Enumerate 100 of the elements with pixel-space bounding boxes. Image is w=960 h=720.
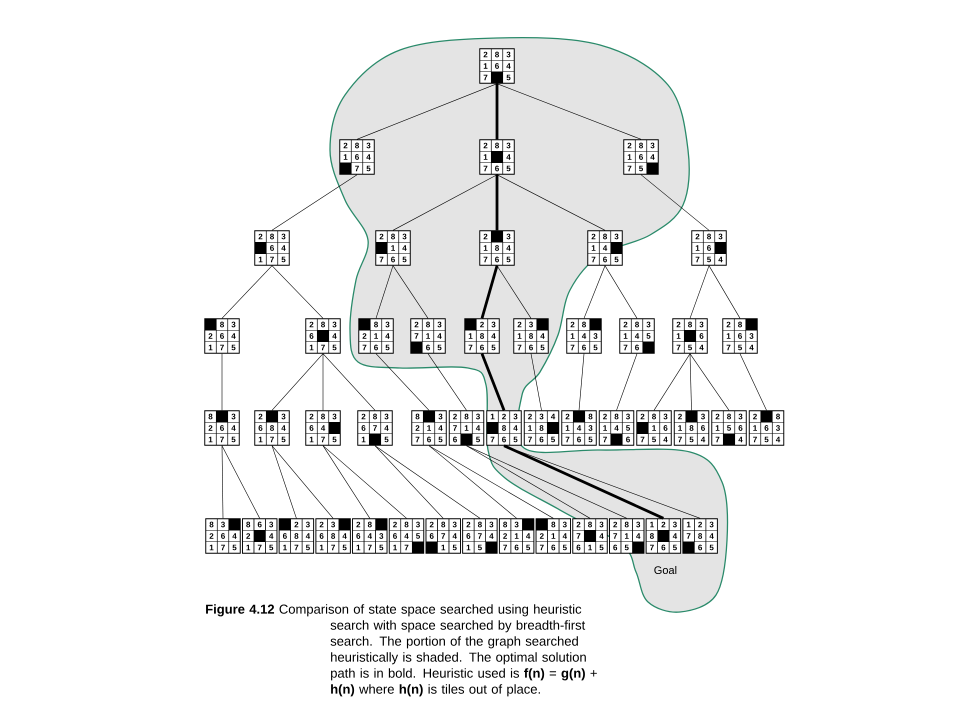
puzzle-board: 2 8 1 4 3 7 6 5 — [566, 318, 602, 354]
tree-edge — [272, 174, 358, 231]
puzzle-board: 8 3 2 6 4 1 7 5 — [205, 518, 241, 554]
caption: Figure 4.12 Comparison of state space searched using heuristic search with space searched by breadth-first search. The portion of the graph searched heuristically is shaded. The optimal solution path is in bold. Heuristic used is f(n) = g(n) + h(n) where h(n) is tiles out of place. — [206, 604, 597, 696]
tree-edge — [503, 444, 664, 520]
puzzle-board: 2 8 3 1 4 7 6 5 — [375, 230, 411, 266]
tree-edge — [392, 265, 428, 319]
puzzle-board: 2 8 3 1 6 7 5 4 — [636, 410, 672, 446]
tree-edge — [272, 445, 334, 519]
puzzle-board: 8 6 3 2 4 1 7 5 — [242, 518, 278, 554]
puzzle-board: 2 8 3 1 4 5 7 6 — [598, 410, 634, 446]
node-label: 5 — [672, 544, 677, 550]
puzzle-board: 2 8 3 1 6 4 7 5 — [623, 139, 659, 175]
tree-edge — [690, 353, 730, 411]
puzzle-board: 2 8 3 1 6 4 7 5 — [479, 48, 515, 84]
tree-edge — [428, 353, 467, 411]
tree-edge — [222, 445, 260, 519]
puzzle-board: 8 3 2 1 4 7 6 5 — [498, 518, 534, 554]
puzzle-board: 2 8 3 1 6 7 5 4 — [672, 318, 708, 354]
tree-edge — [616, 353, 638, 411]
puzzle-board: 2 8 3 7 1 4 6 5 — [410, 318, 446, 354]
puzzle-board: 2 3 6 8 4 1 7 5 — [278, 518, 314, 554]
tree-edge — [222, 445, 224, 519]
puzzle-board: 2 8 1 4 3 7 6 5 — [561, 410, 597, 446]
puzzle-board: 2 8 3 6 4 1 7 5 — [305, 318, 341, 354]
tree-edge — [480, 265, 498, 319]
puzzle-board: 2 8 3 1 4 5 7 6 — [619, 318, 655, 354]
tree-edge — [604, 265, 638, 319]
puzzle-board: 2 8 3 1 6 7 5 4 — [691, 230, 727, 266]
puzzle-board: 2 8 3 1 6 4 7 5 — [339, 139, 375, 175]
puzzle-board: 2 8 3 1 4 7 6 5 — [479, 139, 515, 175]
tree-edge — [584, 265, 606, 319]
tree-edge — [740, 353, 767, 411]
tree-edge — [690, 265, 710, 319]
puzzle-board: 8 3 2 6 4 1 7 5 — [204, 318, 240, 354]
node-label: 2 — [661, 522, 666, 528]
puzzle-board: 2 3 1 8 4 7 6 5 — [464, 318, 500, 354]
tree-edge — [392, 174, 498, 231]
tree-edge — [654, 353, 690, 411]
puzzle-board: 2 8 3 6 4 1 7 5 — [254, 230, 290, 266]
puzzle-board: 2 8 1 6 3 7 5 4 — [748, 410, 784, 446]
tree-edge — [496, 174, 498, 230]
puzzle-board: 2 8 3 7 4 6 1 5 — [572, 518, 608, 554]
tree-edge — [374, 445, 480, 519]
tree-edge — [322, 445, 407, 519]
tree-edge — [496, 265, 532, 319]
puzzle-board: 2 3 4 1 8 7 6 5 — [524, 410, 560, 446]
tree-edge — [222, 265, 272, 319]
tree-edge — [466, 445, 590, 519]
puzzle-board: 2 8 3 7 1 4 6 5 — [609, 518, 644, 554]
tree-edge — [496, 84, 498, 140]
puzzle-board: 2 8 1 6 3 7 5 4 — [722, 318, 758, 354]
tree-edge — [322, 353, 324, 411]
puzzle-board: 2 3 1 8 4 7 6 5 — [479, 230, 515, 266]
goal-label: Goal — [654, 566, 676, 574]
puzzle-board: 1 2 3 8 4 7 6 5 — [646, 518, 682, 554]
tree-edge — [530, 353, 542, 411]
tree-edge — [496, 83, 642, 140]
node-label: 4 — [672, 533, 678, 539]
node-label: 1 — [650, 522, 654, 528]
puzzle-board: 1 2 3 8 4 7 6 5 — [486, 410, 522, 446]
tree-edge — [376, 265, 394, 319]
node-label: 7 — [650, 544, 654, 550]
puzzle-board: 2 3 1 8 6 7 5 4 — [674, 410, 710, 446]
puzzle-board: 8 3 2 1 4 7 6 5 — [358, 318, 394, 354]
puzzle-board: 2 3 6 8 4 1 7 5 — [254, 410, 290, 446]
tree-edge — [428, 445, 517, 519]
puzzle-board: 2 3 6 8 4 1 7 5 — [315, 518, 351, 554]
tree-edge — [322, 445, 370, 519]
tree-edge — [322, 353, 376, 411]
puzzle-board: 2 3 1 8 4 7 6 5 — [513, 318, 549, 354]
puzzle-board: 8 3 2 6 4 1 7 5 — [204, 410, 240, 446]
tree-edge — [376, 353, 430, 411]
tree-edge — [272, 265, 324, 319]
tree-edge — [578, 353, 584, 411]
tree-edge — [374, 445, 444, 519]
tree-edge — [272, 353, 324, 411]
puzzle-board: 2 8 3 6 7 4 1 5 — [462, 518, 498, 554]
puzzle-board: 2 8 6 4 3 1 7 5 — [352, 518, 388, 554]
tree-edge — [640, 174, 710, 231]
puzzle-board: 8 3 2 1 4 7 6 5 — [536, 518, 571, 554]
tree-edge — [480, 353, 506, 411]
tree-edge — [496, 174, 606, 231]
puzzle-board: 2 8 3 6 4 1 7 5 — [305, 410, 341, 446]
tree-edge — [504, 445, 700, 519]
node-label: 8 — [650, 533, 654, 539]
puzzle-board: 2 8 3 6 7 4 1 5 — [426, 518, 461, 554]
tree-edge — [428, 445, 554, 519]
tree-edge — [272, 445, 297, 519]
node-label: 3 — [672, 522, 677, 528]
puzzle-board: 2 8 3 6 7 4 1 5 — [357, 410, 393, 446]
puzzle-board: 2 8 3 7 1 4 6 5 — [448, 410, 484, 446]
tree-edge — [708, 265, 740, 319]
tree-edge — [690, 353, 692, 411]
node-label: 6 — [661, 544, 666, 550]
tree-edge — [466, 445, 627, 519]
puzzle-board: 1 2 3 7 8 4 6 5 — [682, 518, 718, 554]
puzzle-board: 2 8 3 1 5 6 7 4 — [711, 410, 747, 446]
puzzle-board: 2 8 3 6 4 5 1 7 — [388, 518, 424, 554]
tree-edge — [356, 83, 498, 140]
